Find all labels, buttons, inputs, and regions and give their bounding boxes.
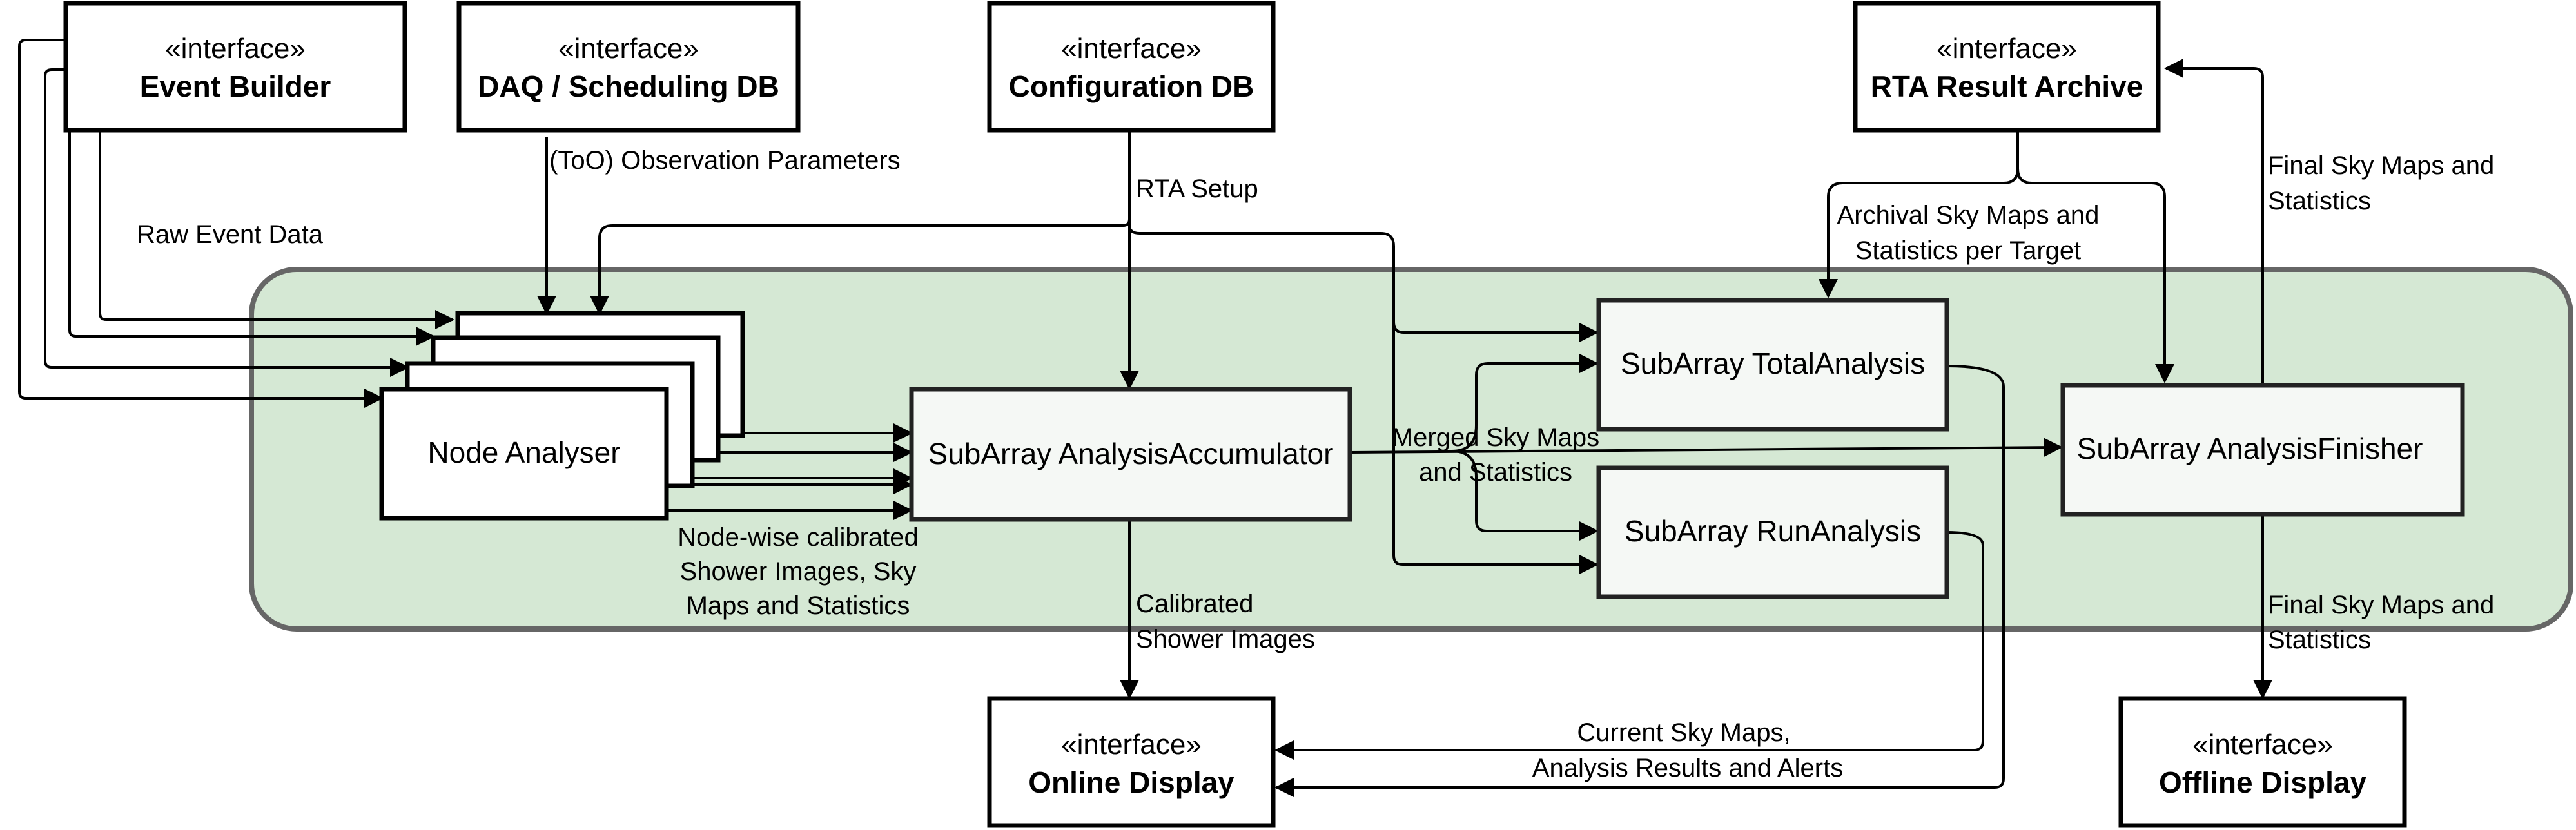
label-final-bottom-line-1: Final Sky Maps and [2268,591,2494,619]
component-label: SubArray AnalysisAccumulator [928,437,1334,470]
label-merged-line-1: Merged Sky Maps [1392,423,1599,452]
edge-accumulator-total [1451,354,1599,452]
edge-finisher-archive [2164,59,2264,385]
label-final-top-line-1: Final Sky Maps and [2268,151,2494,180]
label-current-line-1: Current Sky Maps, [1577,719,1790,747]
stereotype-label: «interface» [2192,729,2333,760]
label-observation-parameters: (ToO) Observation Parameters [549,146,901,175]
edge-accumulator-run [1451,450,1599,541]
interface-rta-result-archive[interactable]: «interface» RTA Result Archive [1853,1,2161,133]
processing-area [249,267,2573,632]
node-analyser-box [379,387,669,521]
label-node-wise-line-2: Shower Images, Sky [680,557,917,586]
node-analyser-stack[interactable]: Node Analyser [379,311,745,521]
interface-configuration-db[interactable]: «interface» Configuration DB [987,1,1276,133]
component-analysis-accumulator[interactable]: SubArray AnalysisAccumulator [909,387,1352,522]
label-raw-event-data: Raw Event Data [137,220,324,249]
edge-eventbuilder-node-4 [99,129,454,329]
label-calibrated-line-2: Shower Images [1136,625,1315,653]
label-current-line-2: Analysis Results and Alerts [1532,754,1843,782]
label-archival-line-2: Statistics per Target [1855,236,2082,265]
label-merged-line-2: and Statistics [1419,458,1572,487]
label-calibrated-line-1: Calibrated [1136,590,1253,618]
component-analysis-finisher[interactable]: SubArray AnalysisFinisher [2060,383,2465,517]
interface-name: Event Builder [140,70,331,103]
edge-accumulator-finisher [1350,438,2063,458]
label-final-top-line-2: Statistics [2268,187,2371,215]
component-total-analysis[interactable]: SubArray TotalAnalysis [1596,298,1949,432]
stereotype-label: «interface» [1061,33,1202,64]
edge-archive-finisher [2016,131,2174,383]
component-run-analysis[interactable]: SubArray RunAnalysis [1596,465,1949,599]
component-label: SubArray AnalysisFinisher [2077,432,2423,465]
interface-name: DAQ / Scheduling DB [478,70,779,103]
interface-name: Configuration DB [1009,70,1254,103]
edge-run-online [1274,531,1984,760]
stereotype-label: «interface» [165,33,306,64]
label-archival-line-1: Archival Sky Maps and [1837,201,2100,229]
edge-total-online [1274,365,2005,797]
component-label: SubArray RunAnalysis [1625,514,1921,548]
interface-name: Offline Display [2159,766,2366,799]
interface-event-builder[interactable]: «interface» Event Builder [63,1,407,133]
stereotype-label: «interface» [1937,33,2077,64]
label-rta-setup: RTA Setup [1136,175,1258,203]
label-final-bottom-line-2: Statistics [2268,626,2371,654]
component-label: SubArray TotalAnalysis [1621,347,1925,380]
edge-eventbuilder-node-1 [18,39,384,408]
edge-config-total [1128,225,1599,342]
interface-daq-scheduling-db[interactable]: «interface» DAQ / Scheduling DB [456,1,801,133]
interface-name: RTA Result Archive [1871,70,2143,103]
edge-eventbuilder-node-2 [44,68,409,377]
label-node-wise-line-3: Maps and Statistics [687,592,910,620]
stereotype-label: «interface» [1061,729,1202,760]
node-analyser-label: Node Analyser [427,436,620,469]
edge-archive-total [1819,131,2019,298]
edge-eventbuilder-node-3 [68,129,435,346]
label-node-wise-line-1: Node-wise calibrated [678,523,919,552]
interface-online-display[interactable]: «interface» Online Display [987,696,1276,828]
interface-name: Online Display [1028,766,1234,799]
edge-config-run [1392,322,1599,574]
interface-offline-display[interactable]: «interface» Offline Display [2118,696,2407,828]
stereotype-label: «interface» [558,33,699,64]
